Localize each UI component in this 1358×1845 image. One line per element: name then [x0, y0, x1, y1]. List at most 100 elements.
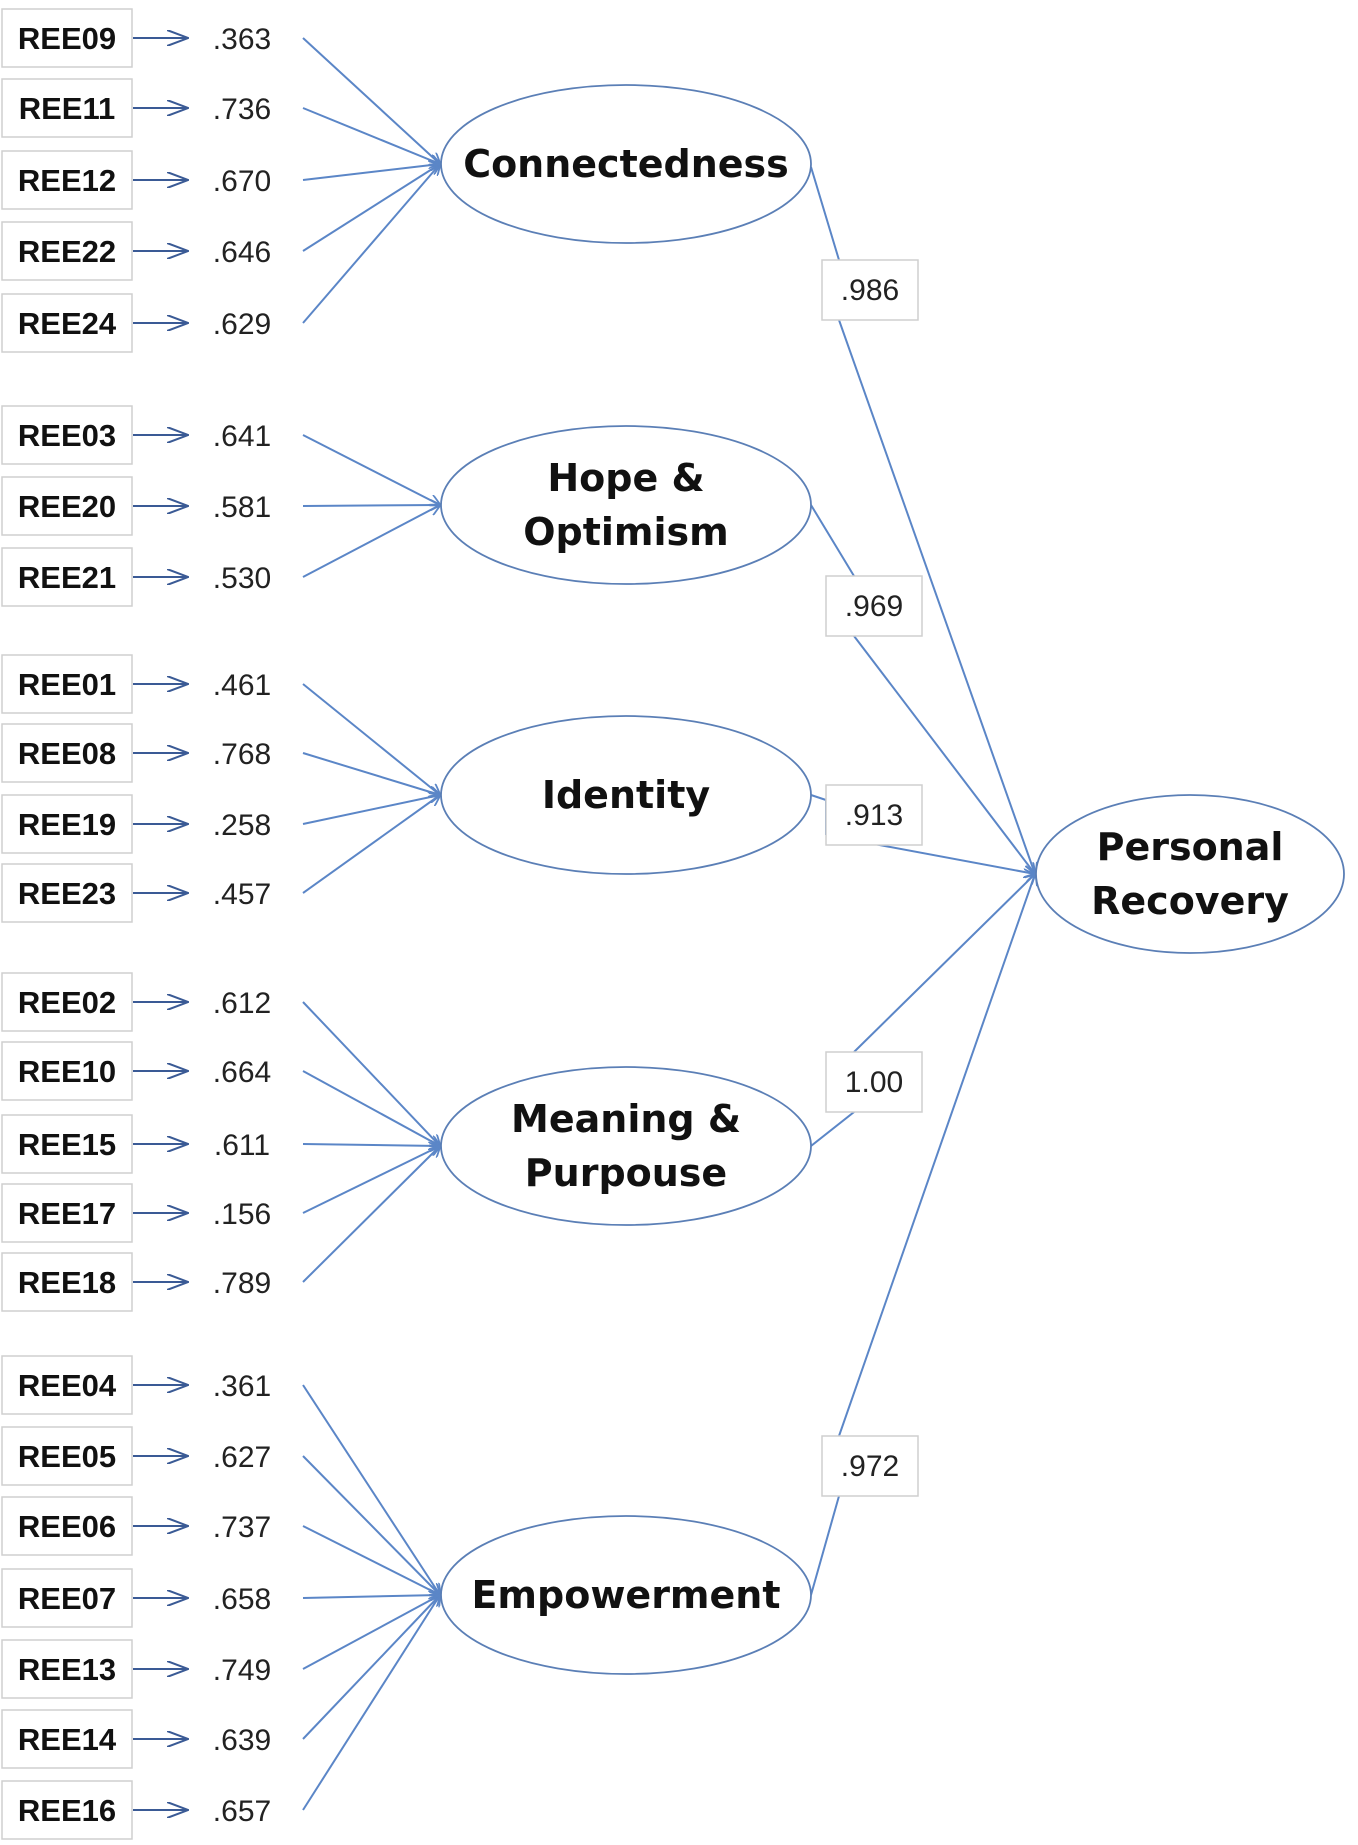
- structural-path: [853, 635, 1035, 874]
- target-label: Recovery: [1091, 879, 1289, 923]
- loading-path: [302, 1070, 440, 1146]
- indicator-label: REE19: [18, 807, 116, 842]
- indicator-label: REE02: [18, 985, 116, 1020]
- indicator-label: REE24: [18, 306, 117, 341]
- path-weight: .913: [845, 799, 903, 832]
- indicator-label: REE05: [18, 1439, 116, 1474]
- indicator-box: [1, 150, 133, 210]
- loading-path: [302, 1455, 440, 1595]
- loading-value: .639: [213, 1724, 271, 1757]
- loading-path: [302, 752, 440, 795]
- indicator-label: REE23: [18, 876, 116, 911]
- indicator-box: [1, 221, 133, 281]
- indicator-label: REE07: [18, 1581, 116, 1616]
- path-weight: .969: [845, 590, 903, 623]
- loading-path: [302, 37, 440, 164]
- indicator-label: REE11: [19, 91, 116, 126]
- loading-path: [302, 1595, 440, 1670]
- loading-value: .736: [213, 93, 271, 126]
- indicator-box: [1, 723, 133, 783]
- loading-path: [302, 1525, 440, 1595]
- indicator-label: REE06: [18, 1509, 116, 1544]
- loading-value: .641: [213, 420, 271, 453]
- loading-path: [302, 164, 440, 252]
- loading-value: .768: [213, 738, 271, 771]
- loading-path: [302, 505, 440, 506]
- loading-path: [302, 795, 440, 825]
- indicator-box: [1, 476, 133, 536]
- factor-ellipse-identity: [440, 715, 812, 875]
- loading-path: [302, 1146, 440, 1283]
- indicator-label: REE10: [18, 1054, 116, 1089]
- loading-value: .657: [213, 1795, 271, 1828]
- indicator-box: [1, 1709, 133, 1769]
- indicator-label: REE08: [18, 736, 116, 771]
- loading-path: [302, 434, 440, 505]
- loading-value: .258: [213, 809, 271, 842]
- indicator-label: REE01: [18, 667, 116, 702]
- indicator-box: [1, 972, 133, 1032]
- loading-value: .670: [213, 165, 271, 198]
- path-weight-box: [821, 1435, 919, 1497]
- structural-path-seg: [810, 794, 827, 835]
- indicator-box: [1, 405, 133, 465]
- loading-value: .664: [213, 1056, 271, 1089]
- loading-value: .612: [213, 987, 271, 1020]
- factor-ellipse-hope: [440, 425, 812, 585]
- path-weight-box: [825, 1051, 923, 1113]
- loading-path: [302, 164, 440, 324]
- indicator-label: REE12: [18, 163, 116, 198]
- indicator-box: [1, 1426, 133, 1486]
- indicator-label: REE16: [18, 1793, 116, 1828]
- path-weight: 1.00: [845, 1066, 903, 1099]
- indicator-label: REE18: [18, 1265, 116, 1300]
- indicator-box: [1, 1114, 133, 1174]
- target-label: Personal: [1097, 825, 1284, 869]
- loading-value: .611: [214, 1129, 270, 1162]
- factor-ellipse-empowerment: [440, 1515, 812, 1675]
- path-weight-box: [825, 575, 923, 637]
- loading-path: [302, 107, 440, 164]
- target-ellipse: [1035, 794, 1345, 954]
- loading-value: .627: [213, 1441, 271, 1474]
- loading-value: .361: [213, 1370, 271, 1403]
- indicator-box: [1, 654, 133, 714]
- loading-value: .749: [213, 1654, 271, 1687]
- loading-path: [302, 683, 440, 795]
- factor-label: Identity: [542, 773, 711, 817]
- indicator-box: [1, 863, 133, 923]
- loading-value: .156: [213, 1198, 271, 1231]
- loading-path: [302, 164, 440, 181]
- loading-value: .461: [213, 669, 271, 702]
- loading-value: .457: [213, 878, 271, 911]
- structural-path: [853, 874, 1035, 1053]
- loading-path: [302, 1384, 440, 1595]
- factor-label: Hope &: [547, 456, 704, 500]
- factor-ellipse-meaning: [440, 1066, 812, 1226]
- indicator-box: [1, 293, 133, 353]
- indicator-box: [1, 1780, 133, 1840]
- loading-value: .658: [213, 1583, 271, 1616]
- loading-value: .629: [213, 308, 271, 341]
- indicator-label: REE13: [18, 1652, 116, 1687]
- indicator-box: [1, 1568, 133, 1628]
- loading-path: [302, 1595, 440, 1740]
- path-weight: .972: [841, 1450, 899, 1483]
- indicator-box: [1, 1639, 133, 1699]
- loading-path: [302, 505, 440, 578]
- indicator-box: [1, 547, 133, 607]
- factor-label: Purpouse: [525, 1151, 727, 1195]
- path-weight-box: [821, 259, 919, 321]
- factor-label: Optimism: [523, 510, 729, 554]
- indicator-box: [1, 78, 133, 138]
- loading-value: .789: [213, 1267, 271, 1300]
- structural-path: [838, 319, 1035, 874]
- loading-value: .646: [213, 236, 271, 269]
- structural-path: [838, 874, 1035, 1437]
- indicator-label: REE03: [18, 418, 116, 453]
- factor-label: Connectedness: [463, 142, 789, 186]
- indicator-box: [1, 1252, 133, 1312]
